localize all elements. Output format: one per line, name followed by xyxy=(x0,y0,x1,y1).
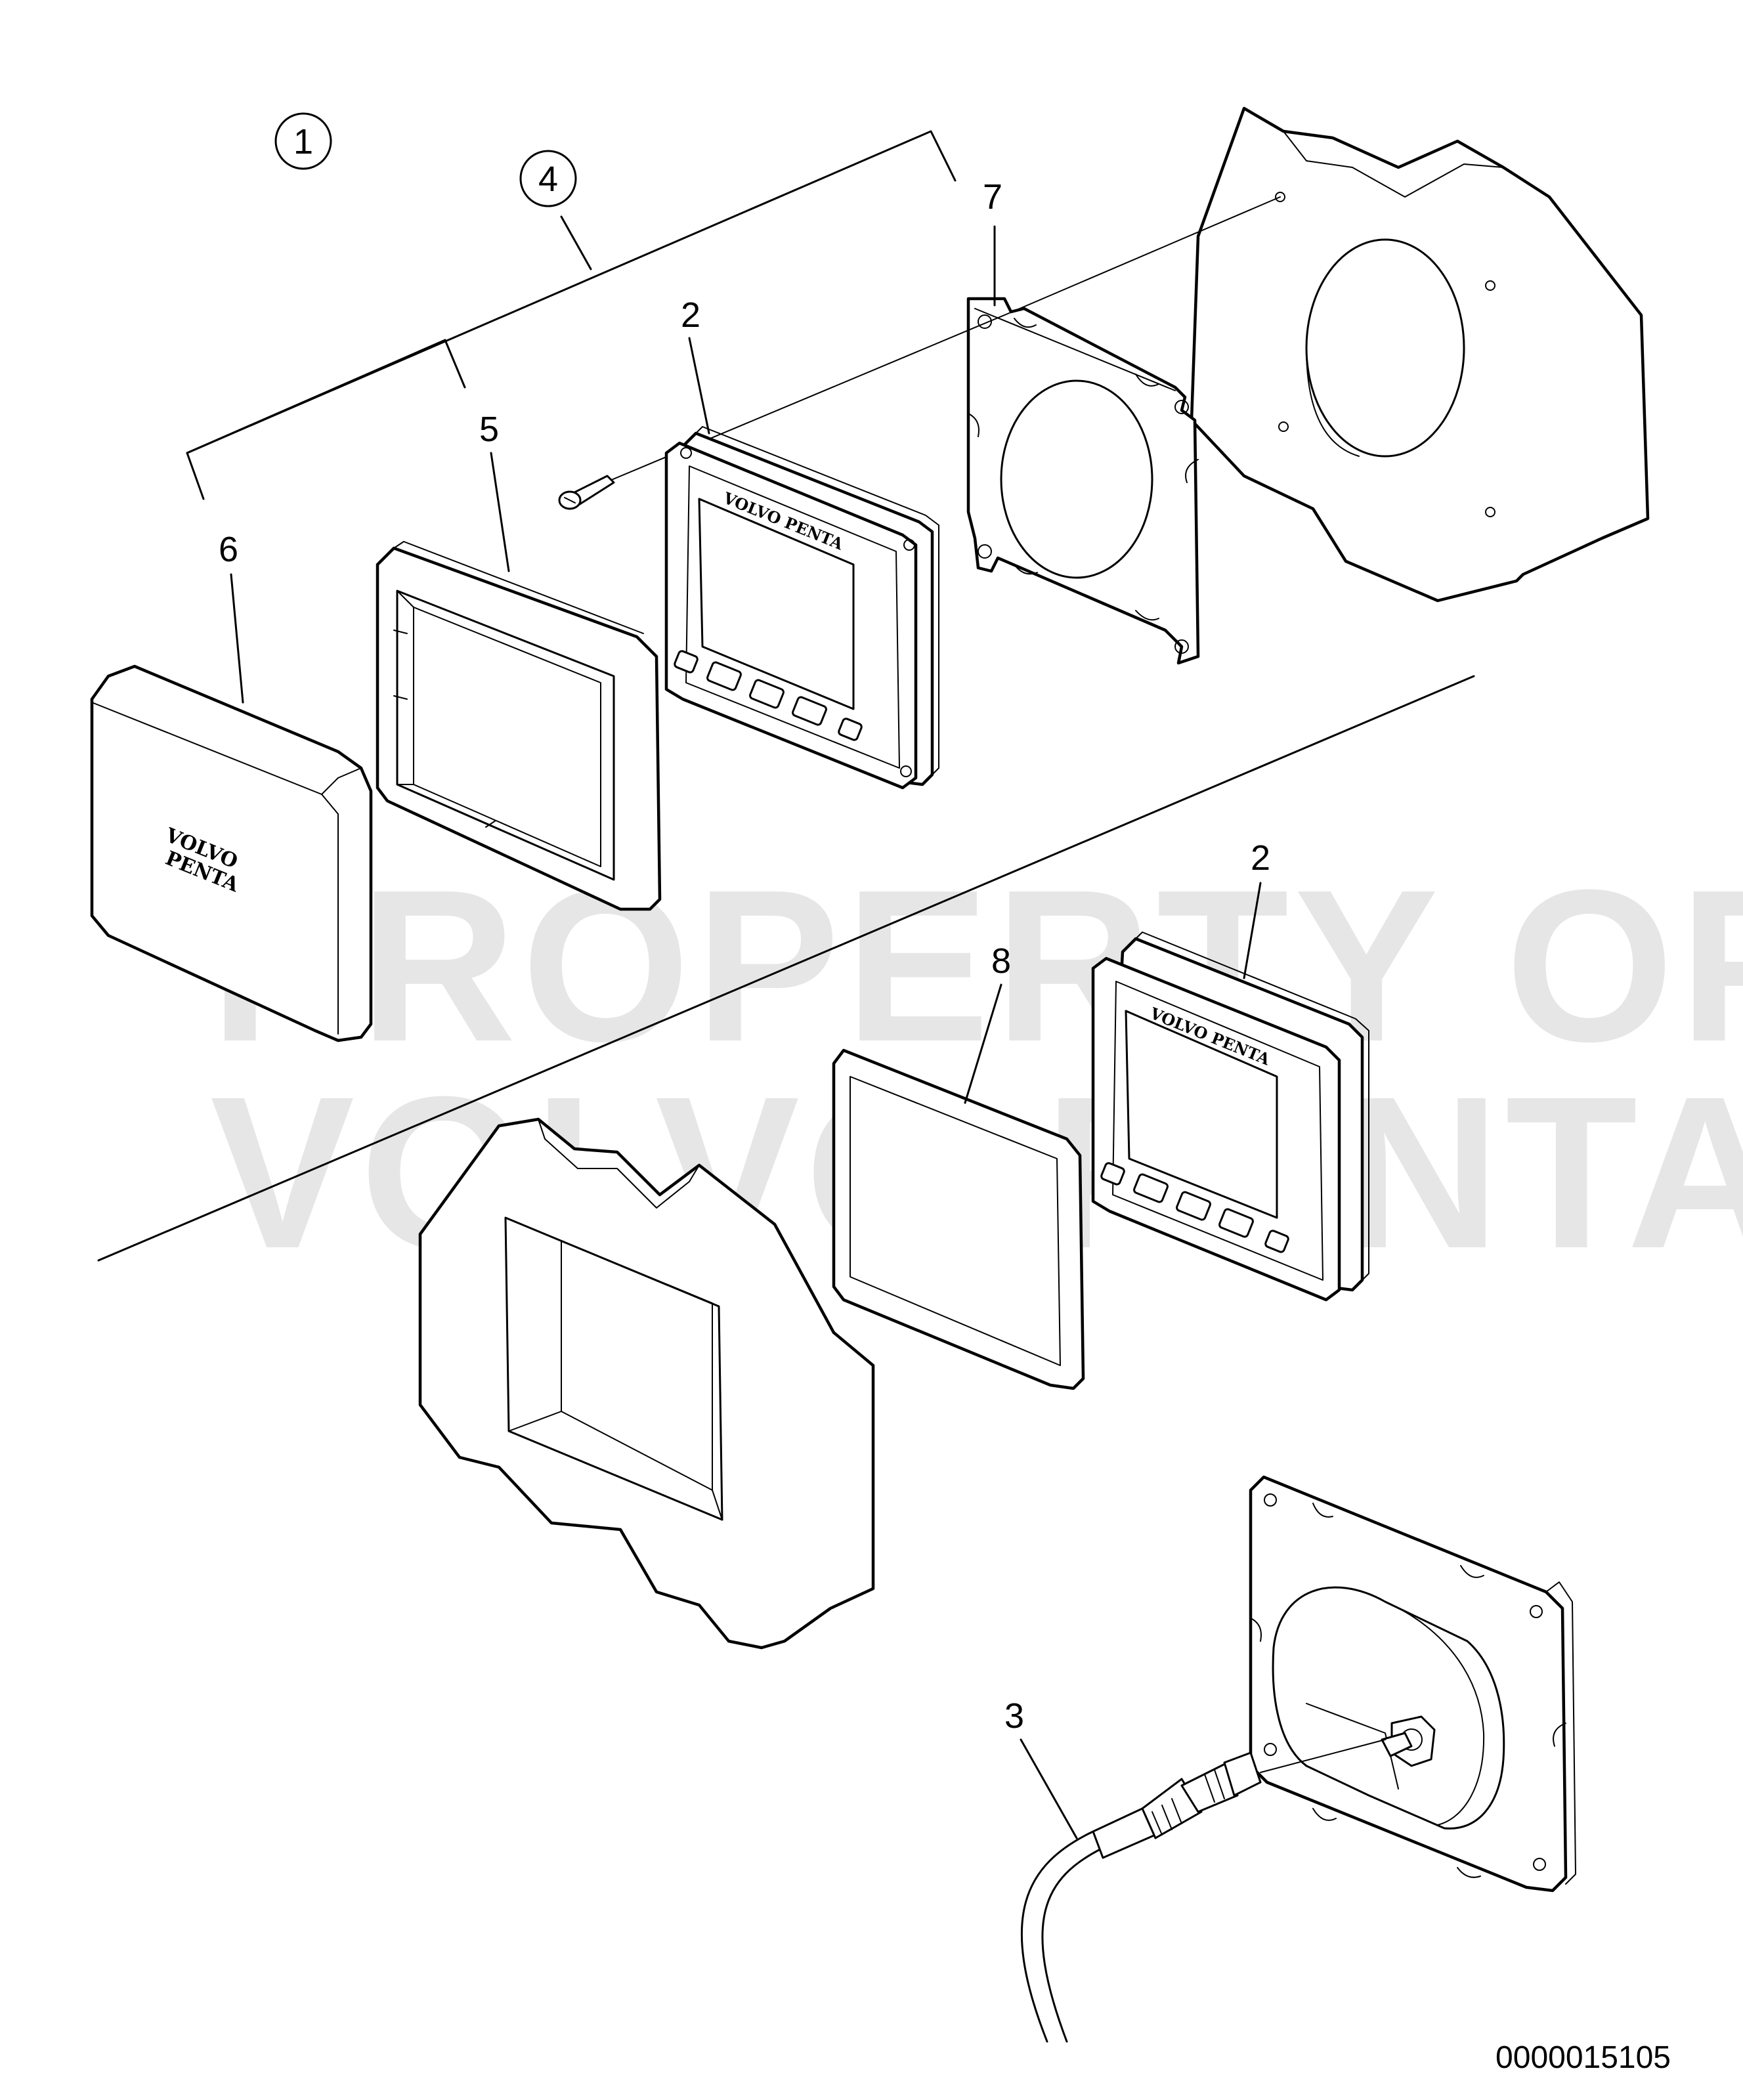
protective-cover-6: VOLVO PENTA xyxy=(90,664,373,1042)
drawing-number: 0000015105 xyxy=(1496,2040,1671,2075)
callout-4: 4 xyxy=(538,160,558,199)
callout-6: 6 xyxy=(219,530,238,569)
gasket-8 xyxy=(832,1048,1085,1390)
callout-5: 5 xyxy=(479,410,499,449)
callout-7: 7 xyxy=(983,177,1002,217)
divider-line xyxy=(97,675,1475,1262)
callout-8: 8 xyxy=(991,941,1011,981)
callout-1: 1 xyxy=(293,122,313,161)
bezel-frame-5 xyxy=(376,541,662,911)
mounting-panel-top xyxy=(1190,106,1650,603)
cable-connector-3 xyxy=(1020,1739,1386,2043)
callout-circle-4 xyxy=(519,150,577,207)
mounting-gasket-7 xyxy=(966,297,1200,665)
display-unit-rear xyxy=(1249,1475,1576,1893)
watermark-line-1: PROPERTY OF xyxy=(210,844,1743,1086)
mounting-panel-bottom xyxy=(418,1117,875,1650)
callout-2-bottom: 2 xyxy=(1251,838,1270,878)
assembly-bracket-4 xyxy=(186,130,957,500)
callout-3: 3 xyxy=(1004,1696,1024,1736)
display-unit-bottom: VOLVO PENTA xyxy=(1091,932,1369,1302)
display-unit-top: VOLVO PENTA xyxy=(664,426,939,790)
leader-lines xyxy=(230,225,1262,1839)
callout-2-top: 2 xyxy=(681,295,700,335)
callout-circle-1 xyxy=(274,112,332,170)
